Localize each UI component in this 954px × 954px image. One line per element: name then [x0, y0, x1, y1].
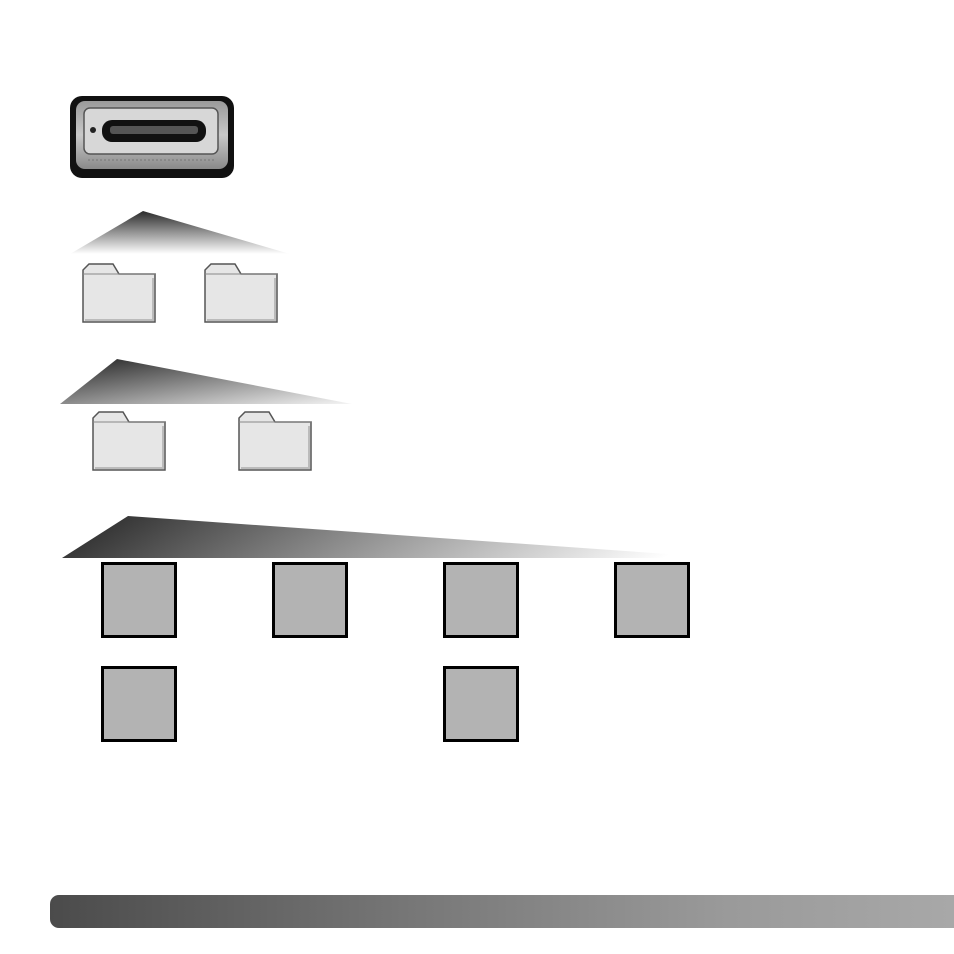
image-thumbnail	[443, 666, 519, 742]
folder-icon	[237, 408, 315, 474]
drive-icon	[68, 94, 236, 180]
folder-icon	[81, 260, 159, 326]
image-thumbnail	[272, 562, 348, 638]
image-thumbnail	[101, 562, 177, 638]
image-thumbnail	[614, 562, 690, 638]
folder-icon	[203, 260, 281, 326]
connector-level3	[62, 516, 724, 558]
connector-level1	[70, 211, 290, 254]
connector-level2	[60, 359, 352, 404]
folder-icon	[91, 408, 169, 474]
image-thumbnail	[101, 666, 177, 742]
footer-bar	[50, 895, 954, 928]
image-thumbnail	[443, 562, 519, 638]
